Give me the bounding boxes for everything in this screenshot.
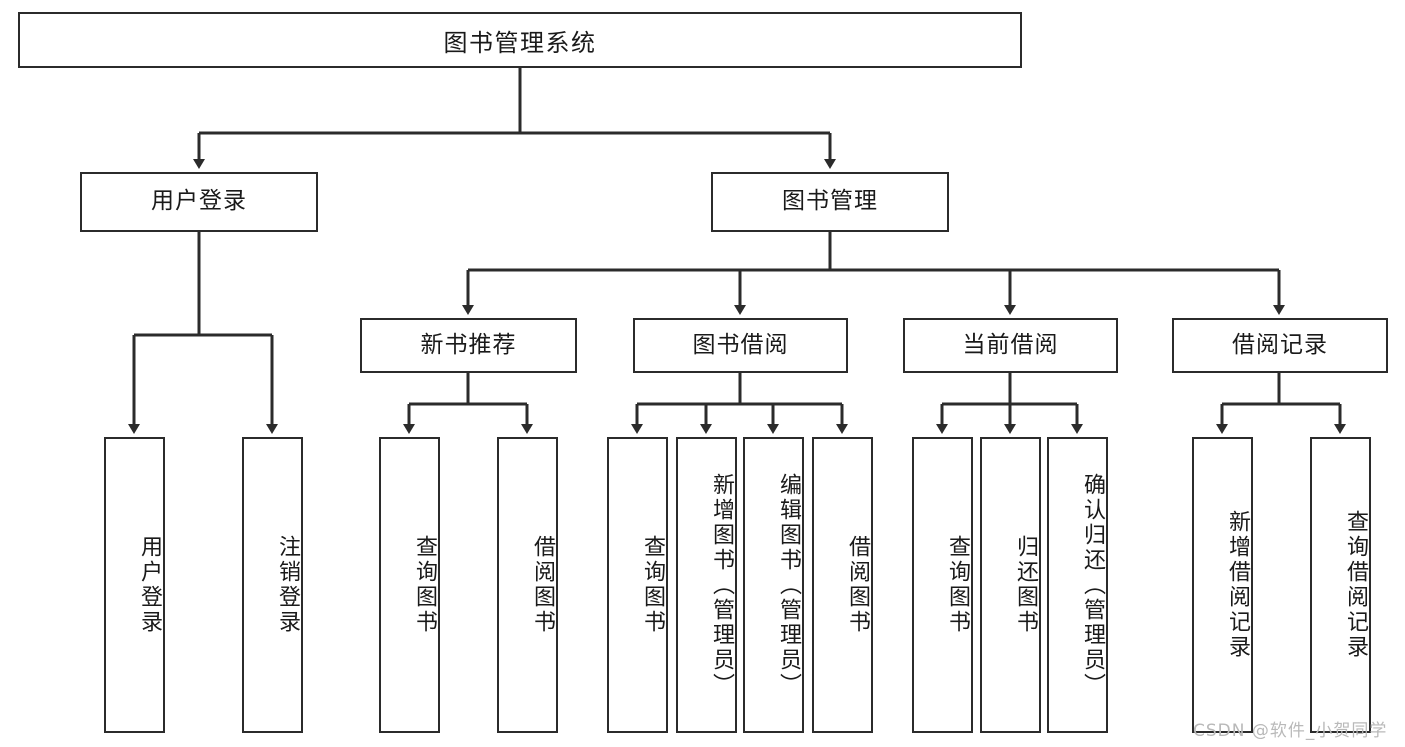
leaf-current-query-book[interactable]: 查询图书	[912, 437, 973, 733]
leaf-borrow-borrow-book[interactable]: 借阅图书	[812, 437, 873, 733]
leaf-new-book-query[interactable]: 查询图书	[379, 437, 440, 733]
node-label: 归还图书	[1013, 535, 1038, 635]
node-label: 查询图书	[412, 535, 437, 635]
node-label: 用户登录	[137, 535, 162, 635]
node-label: 新书推荐	[420, 331, 517, 358]
leaf-borrow-query-book[interactable]: 查询图书	[607, 437, 668, 733]
leaf-record-query-record[interactable]: 查询借阅记录	[1310, 437, 1371, 733]
node-label: 新增图书（管理员）	[709, 472, 734, 698]
leaf-user-login-logout[interactable]: 注销登录	[242, 437, 303, 733]
csdn-watermark: CSDN @软件_小贺同学	[1193, 721, 1388, 741]
node-new-book-recommend[interactable]: 新书推荐	[360, 318, 577, 373]
leaf-user-login-login[interactable]: 用户登录	[104, 437, 165, 733]
node-label: 确认归还（管理员）	[1080, 472, 1105, 698]
node-label: 查询图书	[640, 535, 665, 635]
node-label: 新增借阅记录	[1225, 510, 1250, 660]
leaf-borrow-edit-book-admin[interactable]: 编辑图书（管理员）	[743, 437, 804, 733]
leaf-current-return-book[interactable]: 归还图书	[980, 437, 1041, 733]
node-label: 编辑图书（管理员）	[776, 472, 801, 698]
node-label: 查询图书	[945, 535, 970, 635]
node-book-borrow[interactable]: 图书借阅	[633, 318, 848, 373]
leaf-borrow-add-book-admin[interactable]: 新增图书（管理员）	[676, 437, 737, 733]
node-label: 借阅图书	[845, 535, 870, 635]
node-label: 图书借阅	[692, 331, 789, 358]
node-label: 用户登录	[151, 188, 247, 215]
node-label: 借阅图书	[530, 535, 555, 635]
node-label: 当前借阅	[962, 331, 1059, 358]
node-root-system[interactable]: 图书管理系统	[18, 12, 1022, 68]
leaf-new-book-borrow[interactable]: 借阅图书	[497, 437, 558, 733]
node-borrow-record[interactable]: 借阅记录	[1172, 318, 1388, 373]
leaf-record-add-record[interactable]: 新增借阅记录	[1192, 437, 1253, 733]
node-label: 借阅记录	[1232, 331, 1328, 358]
node-current-borrow[interactable]: 当前借阅	[903, 318, 1118, 373]
node-book-management[interactable]: 图书管理	[711, 172, 949, 232]
leaf-current-confirm-return-admin[interactable]: 确认归还（管理员）	[1047, 437, 1108, 733]
node-label: 查询借阅记录	[1343, 510, 1368, 660]
node-label: 图书管理	[782, 188, 878, 215]
node-label: 注销登录	[275, 535, 300, 635]
node-label: 图书管理系统	[443, 28, 597, 57]
node-user-login[interactable]: 用户登录	[80, 172, 318, 232]
